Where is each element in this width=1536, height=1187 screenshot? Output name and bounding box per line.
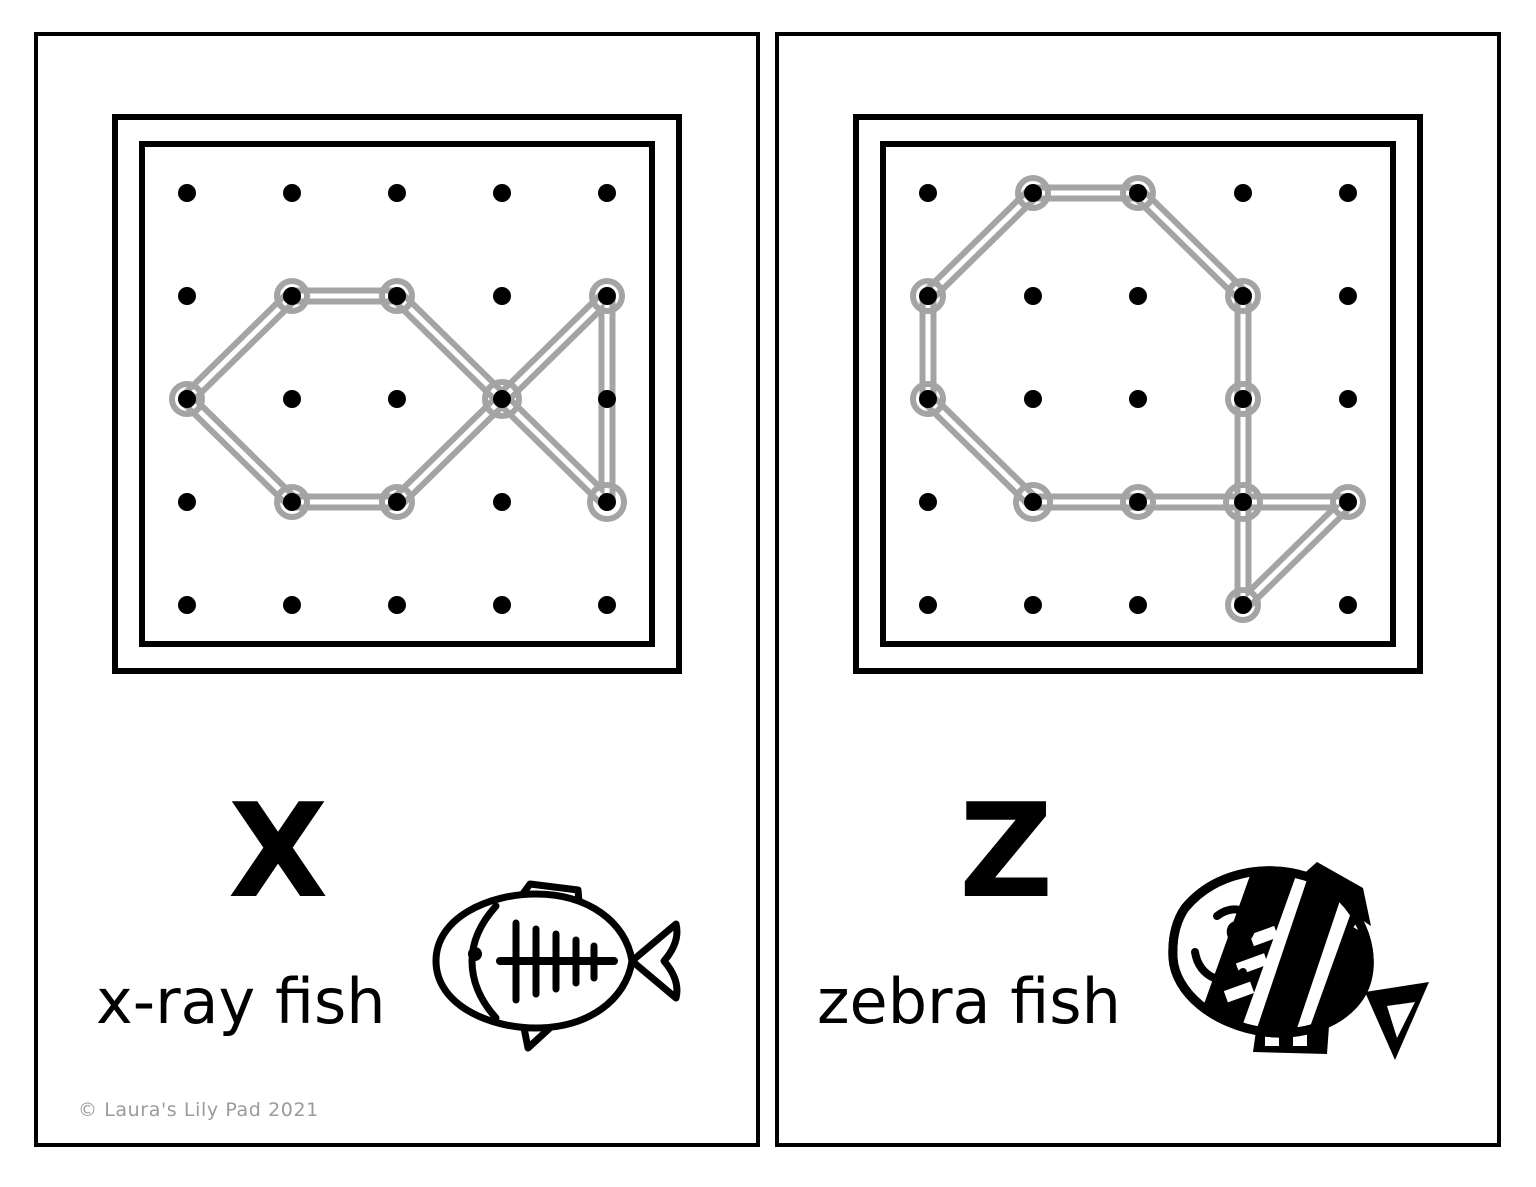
geoboard-x-svg[interactable] [112, 114, 682, 674]
geoboard-pegs-z [919, 184, 1357, 614]
geoboard-pegs-x [178, 184, 616, 614]
fish-eye [468, 947, 482, 961]
geoboard-z-svg[interactable] [853, 114, 1423, 674]
zebra-smile [1191, 948, 1247, 984]
geoboard-x[interactable] [112, 114, 682, 674]
card-z-caption: Z zebra fish [779, 776, 1497, 1096]
zebra-eye-swirl [1213, 905, 1256, 945]
band-peg-wraps [169, 278, 627, 522]
xray-fish-icon [418, 866, 708, 1056]
copyright-notice: © Laura's Lily Pad 2021 [78, 1099, 319, 1121]
band-fish-tail-triangle-inner [1240, 499, 1351, 608]
task-card-x[interactable]: X x-ray fish [34, 32, 760, 1147]
geoboard-z[interactable] [853, 114, 1423, 674]
word-x-ray-fish: x-ray fish [96, 965, 386, 1038]
letter-z: Z [959, 775, 1054, 927]
zebra-fish-icon [1139, 846, 1439, 1066]
word-zebra-fish: zebra fish [817, 965, 1121, 1038]
rubber-bands-z[interactable] [910, 175, 1366, 623]
card-x-caption: X x-ray fish [38, 776, 756, 1096]
letter-x: X [228, 775, 329, 927]
band-peg-wraps [910, 175, 1366, 623]
task-card-z[interactable]: Z zebra fish [775, 32, 1501, 1147]
zebra-stripes [1189, 870, 1370, 1034]
